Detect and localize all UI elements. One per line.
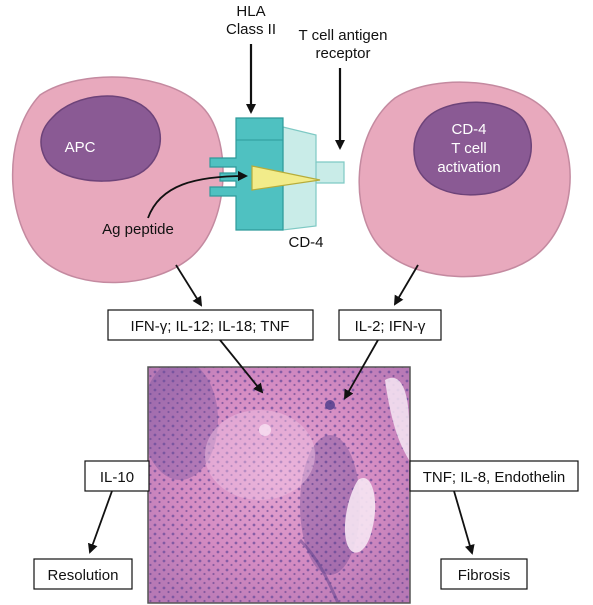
ag-peptide-shape xyxy=(251,165,321,191)
ag-peptide-arrow xyxy=(147,171,248,219)
il10-to-resolution-arrow xyxy=(88,490,113,554)
apc-label: APC xyxy=(65,139,96,156)
tcr-label-line1: T cell antigen xyxy=(299,27,388,44)
resolution-box: Resolution xyxy=(33,558,133,590)
cd4-label: CD-4 xyxy=(288,234,323,251)
hla-label-line2: Class II xyxy=(226,21,276,38)
fibrosis-text: Fibrosis xyxy=(458,567,511,584)
il10-box: IL-10 xyxy=(84,460,150,492)
tcell-cytokines-box: IL-2; IFN-γ xyxy=(338,309,442,341)
tcell-to-cytokines-arrow xyxy=(393,264,419,306)
cytokines-to-tissue-arrow-left xyxy=(219,339,264,394)
t-cell: CD-4 T cell activation xyxy=(358,81,571,278)
tcell-label-line3: activation xyxy=(437,159,500,176)
ag-peptide-label: Ag peptide xyxy=(102,221,174,238)
apc-nucleus xyxy=(40,95,162,182)
resolution-text: Resolution xyxy=(48,567,119,584)
hla-label-line1: HLA xyxy=(236,3,265,20)
tcr-label-line2: receptor xyxy=(315,45,370,62)
apc-cytokines-text: IFN-γ; IL-12; IL-18; TNF xyxy=(131,318,290,335)
apc-to-cytokines-arrow xyxy=(175,264,203,307)
cytokines-to-tissue-arrow-right xyxy=(344,339,379,400)
il10-text: IL-10 xyxy=(100,469,134,486)
tcell-nucleus xyxy=(413,101,533,196)
receptor-complex xyxy=(209,117,345,231)
tcell-cytokines-text: IL-2; IFN-γ xyxy=(355,318,426,335)
factors-to-fibrosis-arrow xyxy=(453,490,475,555)
tcell-label-line1: CD-4 xyxy=(451,121,486,138)
fibrotic-factors-text: TNF; IL-8, Endothelin xyxy=(423,469,566,486)
apc-cytokines-box: IFN-γ; IL-12; IL-18; TNF xyxy=(107,309,314,341)
fibrosis-box: Fibrosis xyxy=(440,558,528,590)
tcell-label-line2: T cell xyxy=(451,140,487,157)
apc-cell: APC xyxy=(11,76,224,284)
fibrotic-factors-box: TNF; IL-8, Endothelin xyxy=(409,460,579,492)
granuloma-tissue-image xyxy=(148,367,410,603)
